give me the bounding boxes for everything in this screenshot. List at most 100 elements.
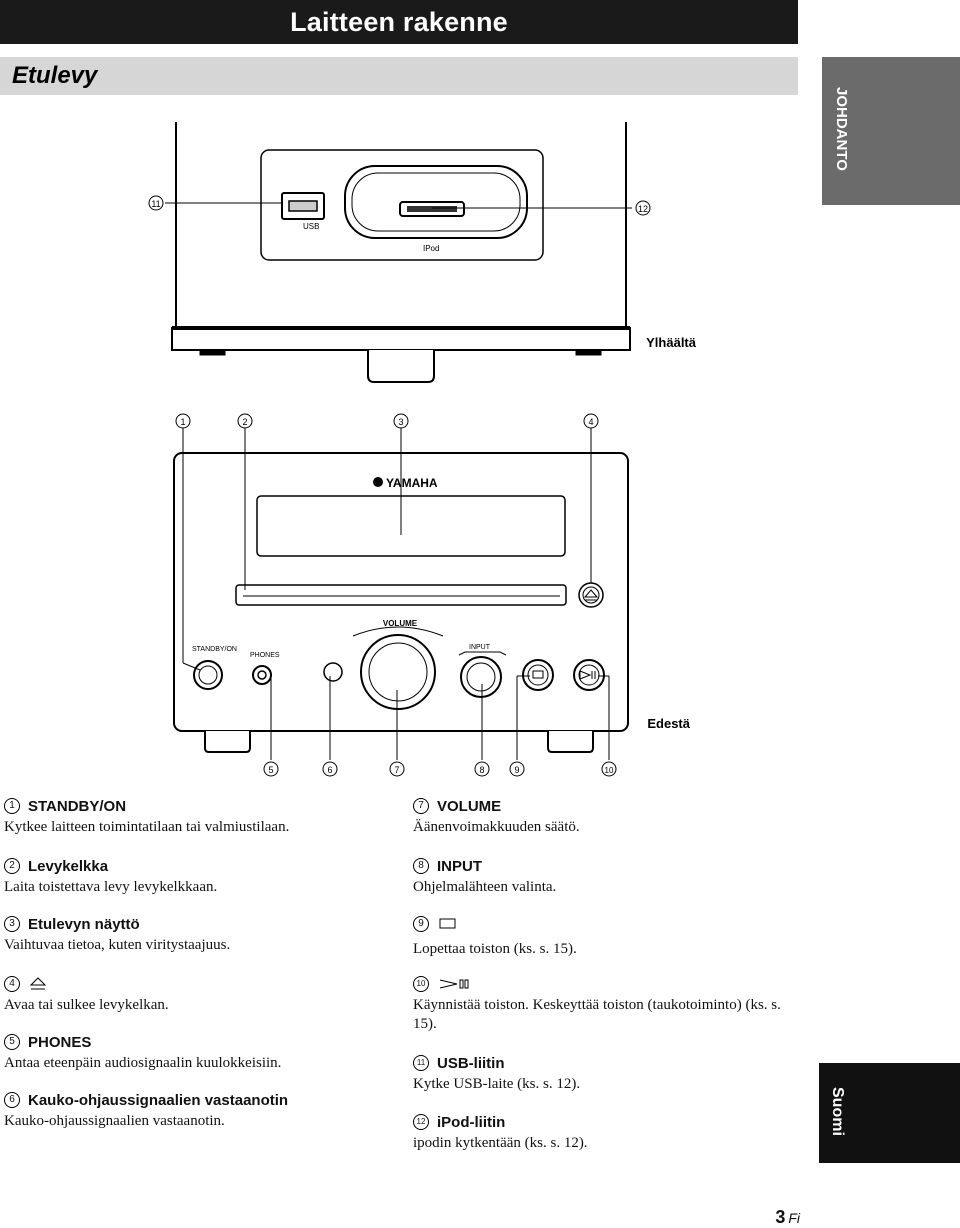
- usb-label: USB: [303, 222, 319, 231]
- front-view-label: Edestä: [647, 716, 690, 731]
- section-title: Etulevy: [12, 62, 98, 89]
- item-number: 4: [4, 976, 20, 992]
- language-tab: [819, 1063, 960, 1163]
- item-text: Lopettaa toiston (ks. s. 15).: [413, 941, 577, 957]
- svg-text:YAMAHA: YAMAHA: [386, 476, 438, 490]
- volume-knob: [360, 634, 436, 710]
- yamaha-logo: YAMAHA: [373, 476, 438, 490]
- item-title: Kauko-ohjaussignaalien vastaanotin: [28, 1091, 289, 1109]
- desc-item-8: 8 INPUT Ohjelmalähteen valinta.: [413, 856, 803, 897]
- item-number: 6: [4, 1092, 20, 1108]
- remote-sensor: [323, 662, 343, 682]
- svg-text:1: 1: [180, 417, 185, 427]
- desc-item-6: 6 Kauko-ohjaussignaalien vastaanotin Kauk…: [4, 1090, 384, 1131]
- item-number: 11: [413, 1055, 429, 1071]
- svg-text:12: 12: [638, 204, 648, 214]
- svg-text:8: 8: [479, 765, 484, 775]
- play-pause-icon: [439, 979, 469, 989]
- svg-text:7: 7: [394, 765, 399, 775]
- item-text: Antaa eteenpäin audiosignaalin kuulokkei…: [4, 1055, 282, 1071]
- item-title: Levykelkka: [28, 857, 109, 875]
- top-view: [165, 122, 632, 383]
- language-tab-label: Suomi: [829, 1087, 846, 1136]
- header-bar: [0, 0, 798, 44]
- input-button: [460, 656, 502, 698]
- chapter-tab: [822, 57, 960, 205]
- callout-5: 5: [263, 761, 279, 777]
- item-number: 9: [413, 916, 429, 932]
- stop-icon: [439, 918, 456, 929]
- svg-text:6: 6: [327, 765, 332, 775]
- item-title: STANDBY/ON: [28, 797, 127, 815]
- item-title: Etulevyn näyttö: [28, 915, 140, 933]
- eject-icon: [29, 977, 47, 990]
- desc-item-1: 1 STANDBY/ON Kytkee laitteen toimintatila…: [4, 796, 384, 837]
- top-view-label: Ylhäältä: [646, 335, 697, 350]
- input-label: INPUT: [469, 644, 491, 651]
- section-bar: [0, 57, 798, 95]
- front-view: [173, 428, 629, 760]
- item-number: 12: [413, 1114, 429, 1130]
- callout-1: 1: [175, 413, 191, 429]
- standby-label: STANDBY/ON: [192, 646, 237, 653]
- svg-text:9: 9: [514, 765, 519, 775]
- svg-text:10: 10: [605, 766, 614, 775]
- item-title: INPUT: [437, 857, 482, 875]
- desc-item-12: 12 iPod-liitin ipodin kytkentään (ks. s. …: [413, 1112, 803, 1153]
- item-number: 7: [413, 798, 429, 814]
- item-title: PHONES: [28, 1033, 92, 1051]
- device-diagram: USB IPod 11 12 Ylhäältä: [148, 122, 697, 777]
- eject-button: [578, 582, 604, 608]
- chapter-tab-label: JOHDANTO: [833, 87, 850, 171]
- callout-10: 10: [601, 761, 617, 777]
- svg-text:5: 5: [268, 765, 273, 775]
- svg-text:4: 4: [588, 417, 593, 427]
- desc-item-3: 3 Etulevyn näyttö Vaihtuvaa tietoa, kuten…: [4, 914, 384, 955]
- item-text: ipodin kytkentään (ks. s. 12).: [413, 1135, 588, 1151]
- item-text: Käynnistää toiston. Keskeyttää toiston (…: [413, 997, 781, 1032]
- callout-6: 6: [322, 761, 338, 777]
- svg-text:3: 3: [398, 417, 403, 427]
- play-pause-button: [573, 659, 605, 691]
- item-text: Kytkee laitteen toimintatilaan tai valmi…: [4, 819, 290, 835]
- item-title: VOLUME: [437, 797, 502, 815]
- phones-label: PHONES: [250, 652, 280, 659]
- svg-text:11: 11: [151, 199, 160, 209]
- callout-7: 7: [389, 761, 405, 777]
- stop-button: [522, 659, 554, 691]
- item-title: USB-liitin: [437, 1054, 505, 1072]
- item-text: Vaihtuvaa tietoa, kuten viritystaajuus.: [4, 937, 231, 953]
- callout-9: 9: [509, 761, 525, 777]
- callout-2: 2: [237, 413, 253, 429]
- item-number: 8: [413, 858, 429, 874]
- item-text: Avaa tai sulkee levykelkan.: [4, 997, 169, 1013]
- ipod-dock-icon: [344, 165, 528, 239]
- desc-item-7: 7 VOLUME Äänenvoimakkuuden säätö.: [413, 796, 803, 837]
- desc-item-11: 11 USB-liitin Kytke USB-laite (ks. s. 12)…: [413, 1053, 803, 1094]
- item-text: Laita toistettava levy levykelkkaan.: [4, 879, 218, 895]
- page-title: Laitteen rakenne: [290, 7, 508, 37]
- callout-8: 8: [474, 761, 490, 777]
- ipod-label: IPod: [423, 244, 439, 253]
- item-number: 1: [4, 798, 20, 814]
- page-language: Fi: [788, 1210, 800, 1226]
- desc-item-9: 9 Lopettaa toiston (ks. s. 15).: [413, 914, 803, 959]
- standby-button: [193, 660, 223, 690]
- callout-11: 11: [148, 195, 164, 211]
- desc-item-10: 10 Käynnistää toiston. Keskeyttää toisto…: [413, 974, 803, 1034]
- item-text: Ohjelmalähteen valinta.: [413, 879, 557, 895]
- volume-label: VOLUME: [383, 619, 418, 628]
- callout-3: 3: [393, 413, 409, 429]
- svg-text:2: 2: [242, 417, 247, 427]
- callout-4: 4: [583, 413, 599, 429]
- item-title: iPod-liitin: [437, 1113, 506, 1131]
- desc-item-4: 4 Avaa tai sulkee levykelkan.: [4, 974, 384, 1015]
- phones-jack: [252, 665, 272, 685]
- item-number: 3: [4, 916, 20, 932]
- item-text: Äänenvoimakkuuden säätö.: [413, 819, 580, 835]
- item-number: 10: [413, 976, 429, 992]
- item-text: Kauko-ohjaussignaalien vastaanotin.: [4, 1113, 225, 1129]
- item-text: Kytke USB-laite (ks. s. 12).: [413, 1076, 581, 1092]
